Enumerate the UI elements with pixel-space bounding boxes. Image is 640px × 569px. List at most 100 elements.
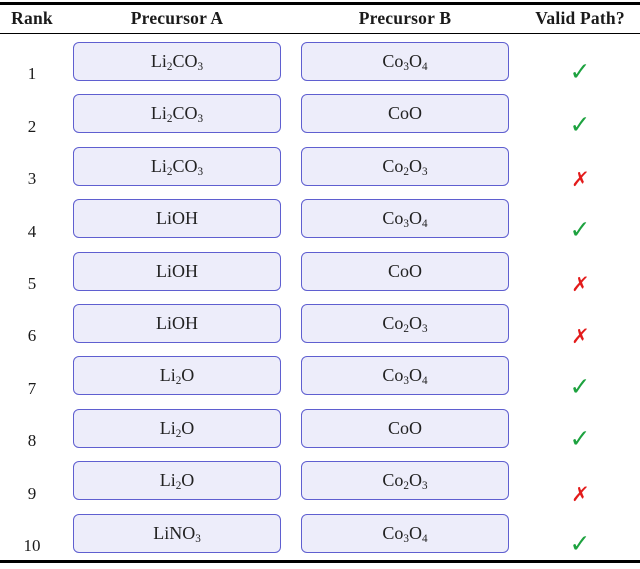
rank-value: 3: [27, 169, 37, 189]
rank-value: 4: [27, 221, 37, 241]
table-row: 8 Li2O CoO ✓: [0, 402, 640, 454]
precursor-b-formula: Co2O3: [382, 155, 428, 178]
valid-path-cell: ✗: [520, 245, 640, 297]
precursor-b-formula: Co3O4: [382, 522, 428, 545]
precursor-a-box: Li2CO3: [73, 146, 281, 186]
precursor-b-cell: CoO: [290, 245, 520, 297]
precursor-b-formula: Co2O3: [382, 313, 428, 336]
check-icon: ✓: [569, 214, 591, 244]
precursor-a-box: Li2O: [73, 356, 281, 396]
check-icon: ✓: [569, 109, 591, 139]
precursor-b-formula: Co3O4: [382, 51, 428, 74]
table-rows: 1 Li2CO3 Co3O4 ✓ 2 Li2CO3 CoO ✓: [0, 35, 640, 559]
bottom-rule: [0, 560, 640, 563]
precursor-a-formula: Li2CO3: [150, 51, 204, 74]
precursor-a-cell: LiOH: [64, 192, 290, 244]
rank-value: 6: [27, 326, 37, 346]
precursor-b-cell: Co3O4: [290, 349, 520, 401]
precursor-b-formula: Co3O4: [382, 208, 428, 231]
rank-value: 1: [27, 64, 37, 84]
precursor-a-formula: Li2O: [159, 470, 195, 493]
table-row: 6 LiOH Co2O3 ✗: [0, 297, 640, 349]
table-row: 3 Li2CO3 Co2O3 ✗: [0, 140, 640, 192]
column-header-valid-path: Valid Path?: [535, 8, 625, 28]
precursor-a-box: LiOH: [73, 199, 281, 239]
table-row: 4 LiOH Co3O4 ✓: [0, 192, 640, 244]
precursor-b-cell: CoO: [290, 402, 520, 454]
cross-icon: ✗: [570, 167, 590, 192]
precursor-a-box: Li2O: [73, 408, 281, 448]
precursor-a-formula: Li2O: [159, 417, 195, 440]
cross-icon: ✗: [570, 324, 590, 349]
header-rule: [0, 33, 640, 35]
column-header-precursor-b: Precursor B: [358, 8, 452, 28]
precursor-b-cell: Co2O3: [290, 454, 520, 506]
precursor-a-formula: LiOH: [156, 208, 198, 229]
valid-path-cell: ✓: [520, 349, 640, 401]
precursor-b-cell: Co2O3: [290, 140, 520, 192]
cross-icon: ✗: [570, 272, 590, 297]
valid-path-cell: ✗: [520, 297, 640, 349]
rank-value: 8: [27, 431, 37, 451]
rank-value: 5: [27, 274, 37, 294]
precursor-a-box: Li2CO3: [73, 94, 281, 134]
precursor-a-formula: LiOH: [156, 313, 198, 334]
precursor-a-cell: Li2CO3: [64, 140, 290, 192]
precursor-a-cell: Li2O: [64, 402, 290, 454]
table-row: 1 Li2CO3 Co3O4 ✓: [0, 35, 640, 87]
precursor-a-formula: LiOH: [156, 260, 198, 281]
check-icon: ✓: [569, 529, 591, 559]
precursor-b-box: Co2O3: [301, 146, 509, 186]
precursor-a-cell: Li2O: [64, 349, 290, 401]
rank-value: 10: [23, 536, 41, 556]
valid-path-cell: ✓: [520, 192, 640, 244]
precursor-b-cell: Co3O4: [290, 507, 520, 559]
rank-value: 9: [27, 483, 37, 503]
precursor-b-box: CoO: [301, 408, 509, 448]
precursor-a-cell: Li2O: [64, 454, 290, 506]
cross-icon: ✗: [570, 481, 590, 506]
valid-path-cell: ✓: [520, 87, 640, 139]
precursor-a-cell: Li2CO3: [64, 35, 290, 87]
check-icon: ✓: [569, 57, 591, 87]
precursor-b-formula: Co3O4: [382, 365, 428, 388]
precursor-b-box: Co2O3: [301, 461, 509, 501]
precursor-a-box: LiNO3: [73, 513, 281, 553]
precursor-a-box: Li2O: [73, 461, 281, 501]
table-row: 10 LiNO3 Co3O4 ✓: [0, 507, 640, 559]
precursor-b-formula: CoO: [387, 103, 422, 124]
precursor-a-formula: LiNO3: [153, 522, 201, 545]
valid-path-cell: ✗: [520, 454, 640, 506]
rank-value: 2: [27, 116, 37, 136]
valid-path-cell: ✓: [520, 507, 640, 559]
table-row: 5 LiOH CoO ✗: [0, 245, 640, 297]
table-row: 7 Li2O Co3O4 ✓: [0, 349, 640, 401]
precursor-b-box: Co3O4: [301, 356, 509, 396]
precursor-a-cell: LiOH: [64, 297, 290, 349]
precursor-a-cell: LiOH: [64, 245, 290, 297]
precursor-a-formula: Li2CO3: [150, 155, 204, 178]
table-header-row: Rank Precursor A Precursor B Valid Path?: [0, 4, 640, 33]
table-row: 2 Li2CO3 CoO ✓: [0, 87, 640, 139]
precursor-b-formula: CoO: [387, 417, 422, 438]
precursor-b-formula: CoO: [387, 260, 422, 281]
precursor-a-cell: Li2CO3: [64, 87, 290, 139]
rank-value: 7: [27, 378, 37, 398]
precursor-b-box: Co2O3: [301, 304, 509, 344]
precursor-b-cell: Co3O4: [290, 35, 520, 87]
precursor-b-cell: Co2O3: [290, 297, 520, 349]
precursor-a-box: LiOH: [73, 304, 281, 344]
valid-path-cell: ✓: [520, 402, 640, 454]
valid-path-cell: ✓: [520, 35, 640, 87]
precursor-b-box: Co3O4: [301, 42, 509, 81]
precursor-a-formula: Li2CO3: [150, 103, 204, 126]
valid-path-cell: ✗: [520, 140, 640, 192]
precursor-b-box: Co3O4: [301, 199, 509, 239]
check-icon: ✓: [569, 424, 591, 454]
top-rule: [0, 2, 640, 5]
check-icon: ✓: [569, 371, 591, 401]
precursor-b-formula: Co2O3: [382, 470, 428, 493]
precursor-a-cell: LiNO3: [64, 507, 290, 559]
precursor-a-box: LiOH: [73, 251, 281, 291]
